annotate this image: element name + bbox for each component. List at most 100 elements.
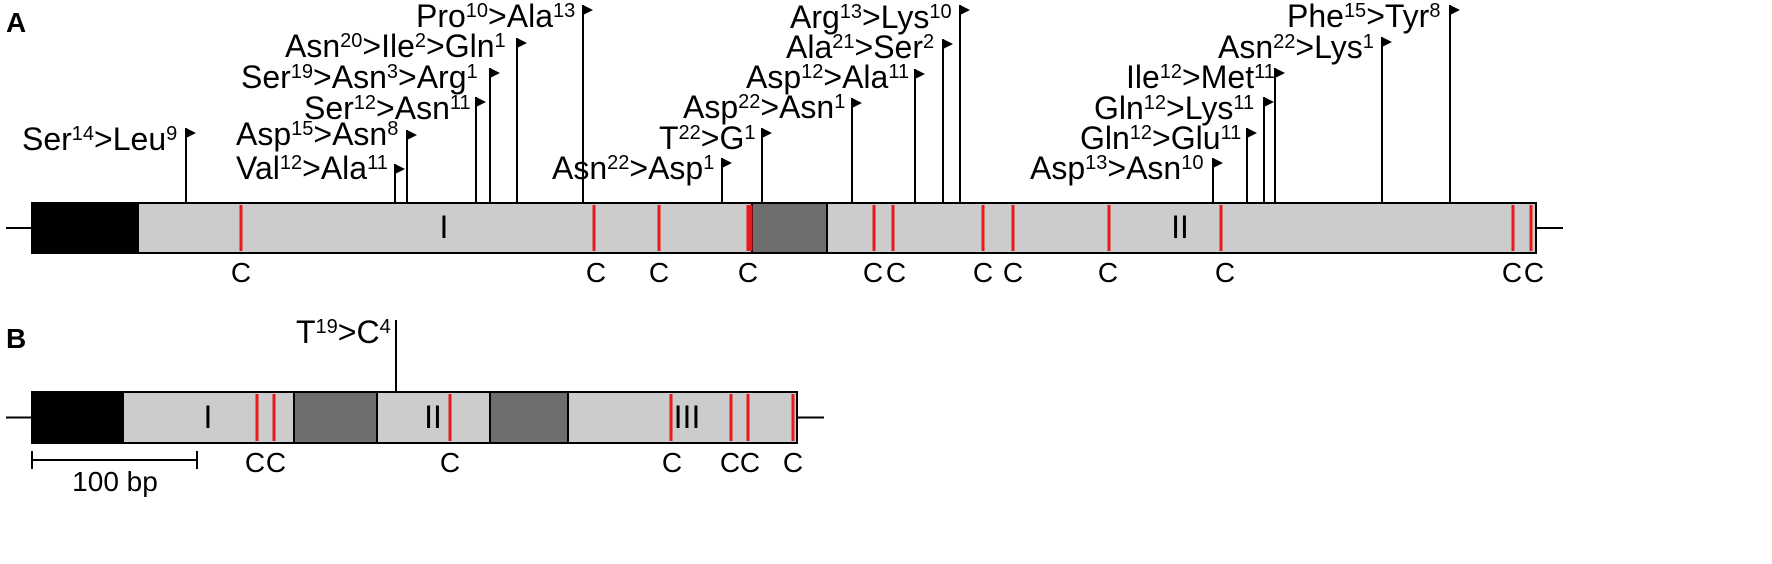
- mutation-arrow: >: [302, 150, 321, 186]
- mutation-residue: Val: [236, 150, 280, 186]
- cysteine-label: C: [662, 447, 682, 478]
- mutation-arrow: >: [398, 59, 417, 95]
- mutation-count-sup: 9: [166, 123, 177, 145]
- cysteine-label: C: [649, 257, 669, 288]
- mutation-count-sup: 20: [340, 30, 362, 52]
- mutation-label: Asp12>Ala11: [746, 59, 909, 95]
- cysteine-label: C: [1524, 257, 1544, 288]
- mutation-flag-icon: [583, 5, 593, 15]
- mutation-flag-icon: [1264, 97, 1274, 107]
- mutation-label: Val12>Ala11: [236, 150, 388, 186]
- mutation-count-sup: 13: [553, 0, 575, 22]
- mutation-label: Gln12>Lys11: [1094, 90, 1254, 126]
- mutation-arrow: >: [855, 29, 874, 65]
- mutation-arrow: >: [1166, 90, 1185, 126]
- mutation-flag-icon: [852, 98, 862, 108]
- mutation-arrow: >: [823, 59, 842, 95]
- mutation-label: T19>C4: [296, 314, 391, 350]
- mutation-label: Asn22>Lys1: [1218, 29, 1374, 65]
- mutation-residue: Asn: [1126, 150, 1181, 186]
- mutation-residue: Asn: [1218, 29, 1273, 65]
- mutation-arrow: >: [376, 90, 395, 126]
- mutation-flag-icon: [1275, 68, 1285, 78]
- mutation-flag-icon: [943, 39, 953, 49]
- mutation-flag-icon: [490, 68, 500, 78]
- domain-label: III: [674, 399, 701, 435]
- mutation-residue: Ala: [507, 0, 553, 34]
- mutation-arrow: >: [760, 89, 779, 125]
- mutation-residue: Pro: [416, 0, 466, 34]
- mutation-flag-icon: [1382, 37, 1392, 47]
- mutation-residue: Ile: [381, 28, 415, 64]
- mutation-label: T22>G1: [659, 120, 756, 156]
- mutation-arrow: >: [701, 120, 720, 156]
- cysteine-label: C: [266, 447, 286, 478]
- mutation-arrow: >: [629, 150, 648, 186]
- mutation-label: Ser12>Asn11: [304, 90, 471, 126]
- mutation-residue: Ala: [842, 59, 888, 95]
- mutation-count-sup: 8: [387, 118, 398, 140]
- mutation-count-sup: 1: [494, 30, 505, 52]
- mutation-residue: Asn: [332, 59, 387, 95]
- mutation-residue: Arg: [790, 0, 840, 35]
- mutation-residue: Lys: [1314, 29, 1363, 65]
- domain-label: I: [440, 209, 449, 245]
- mutation-flag-icon: [1450, 5, 1460, 15]
- mutation-residue: Ser: [873, 29, 923, 65]
- mutation-count-sup: 11: [1233, 92, 1254, 114]
- mutation-arrow: >: [362, 28, 381, 64]
- mutation-residue: Ser: [304, 90, 354, 126]
- mutation-flag-icon: [395, 164, 405, 174]
- mutation-count-sup: 2: [415, 30, 426, 52]
- mutation-count-sup: 22: [679, 122, 701, 144]
- mutation-arrow: >: [488, 0, 507, 34]
- mutation-count-sup: 21: [832, 31, 854, 53]
- mutation-arrow: >: [1107, 150, 1126, 186]
- cysteine-label: C: [738, 257, 758, 288]
- mutation-count-sup: 19: [291, 61, 313, 83]
- mutation-flag-icon: [960, 5, 970, 15]
- cysteine-label: C: [1215, 257, 1235, 288]
- cysteine-label: C: [1502, 257, 1522, 288]
- mutation-residue: Tyr: [1385, 0, 1430, 34]
- cysteine-label: C: [740, 447, 760, 478]
- mutation-count-sup: 22: [738, 91, 760, 113]
- mutation-count-sup: 12: [280, 152, 302, 174]
- cysteine-label: C: [783, 447, 803, 478]
- mutation-count-sup: 13: [840, 1, 862, 23]
- mutation-flag-icon: [186, 128, 196, 138]
- mutation-residue: Leu: [113, 121, 166, 157]
- mutation-count-sup: 3: [387, 61, 398, 83]
- cysteine-label: C: [1003, 257, 1023, 288]
- cysteine-label: C: [863, 257, 883, 288]
- scale-bar-label: 100 bp: [72, 466, 158, 497]
- mutation-flag-icon: [407, 130, 417, 140]
- mutation-label: Ser19>Asn3>Arg1: [241, 59, 478, 95]
- domain-label: I: [204, 399, 213, 435]
- mutation-residue: Asp: [1030, 150, 1085, 186]
- mutation-arrow: >: [862, 0, 881, 35]
- mutation-label: Arg13>Lys10: [790, 0, 952, 35]
- mutation-count-sup: 12: [1144, 92, 1166, 114]
- mutation-residue: T: [659, 120, 679, 156]
- mutation-arrow: >: [1295, 29, 1314, 65]
- mutation-count-sup: 1: [1363, 31, 1374, 53]
- mutation-count-sup: 12: [801, 61, 823, 83]
- mutation-flag-icon: [762, 128, 772, 138]
- domain-box: [826, 202, 1537, 254]
- mutation-count-sup: 11: [450, 92, 471, 114]
- mutation-residue: Asn: [285, 28, 340, 64]
- mutation-label: Asp22>Asn1: [683, 89, 845, 125]
- mutation-count-sup: 1: [744, 122, 755, 144]
- cysteine-label: C: [720, 447, 740, 478]
- mutation-label: Asp15>Asn8: [236, 116, 398, 152]
- mutation-arrow: >: [338, 314, 357, 350]
- mutation-residue: Asn: [552, 150, 607, 186]
- mutation-residue: Glu: [1171, 120, 1221, 156]
- mutation-count-sup: 15: [291, 118, 313, 140]
- mutation-arrow: >: [313, 59, 332, 95]
- domain-box: [567, 391, 798, 444]
- mutation-residue: Gln: [1094, 90, 1144, 126]
